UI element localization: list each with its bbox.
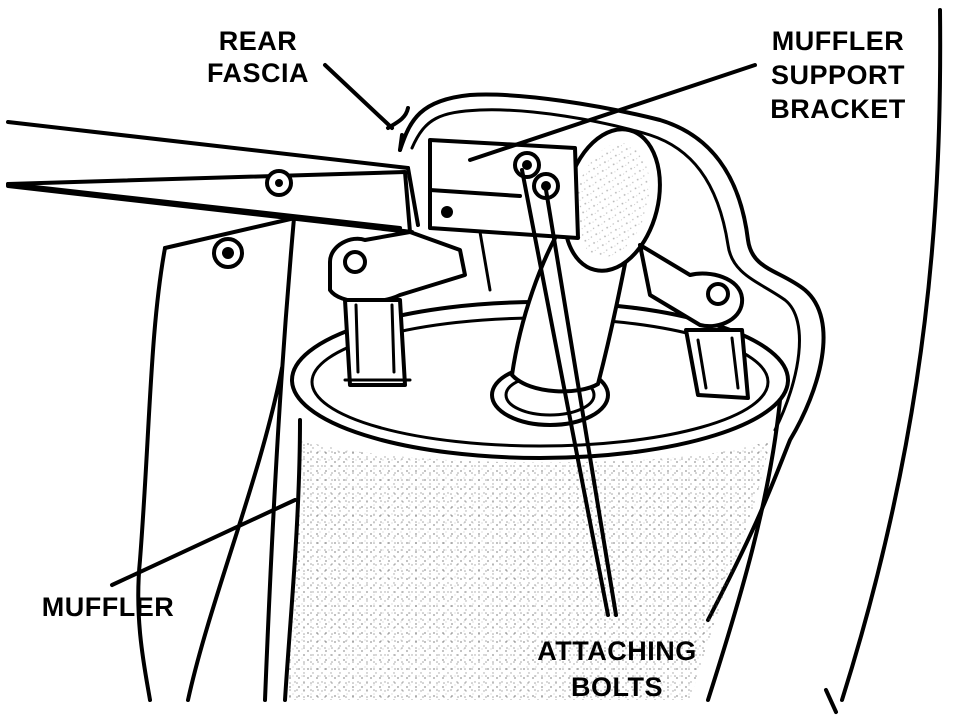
label-bracket-line2: SUPPORT (771, 60, 905, 90)
label-rear-fascia-line1: REAR (219, 26, 298, 56)
leader-bolt-upper (520, 168, 610, 617)
rear-fascia-contour (386, 92, 826, 622)
leader-bolt-lower (544, 188, 618, 617)
label-bolts-line1: ATTACHING (537, 636, 696, 666)
leader-rear-fascia (323, 63, 394, 130)
label-bolts-line2: BOLTS (571, 672, 663, 702)
body-panel-edge (824, 8, 943, 714)
leader-support-bracket (468, 63, 757, 162)
crossmember (6, 120, 420, 234)
label-bracket-line1: MUFFLER (772, 26, 904, 56)
label-muffler-support-bracket: MUFFLER SUPPORT BRACKET (770, 26, 906, 124)
panel-nut (212, 237, 244, 269)
exhaust-outlet (490, 127, 662, 427)
label-rear-fascia-line2: FASCIA (207, 58, 309, 88)
label-muffler: MUFFLER (42, 592, 174, 622)
leader-lines (110, 63, 757, 617)
attaching-bolt-upper (513, 151, 541, 179)
support-bracket (428, 138, 580, 292)
right-hanger (638, 243, 750, 400)
leader-muffler (110, 498, 297, 587)
label-attaching-bolts: ATTACHING BOLTS (537, 636, 696, 702)
left-hanger (328, 230, 467, 387)
floor-panel (136, 216, 414, 702)
label-rear-fascia: REAR FASCIA (207, 26, 309, 88)
label-bracket-line3: BRACKET (770, 94, 906, 124)
